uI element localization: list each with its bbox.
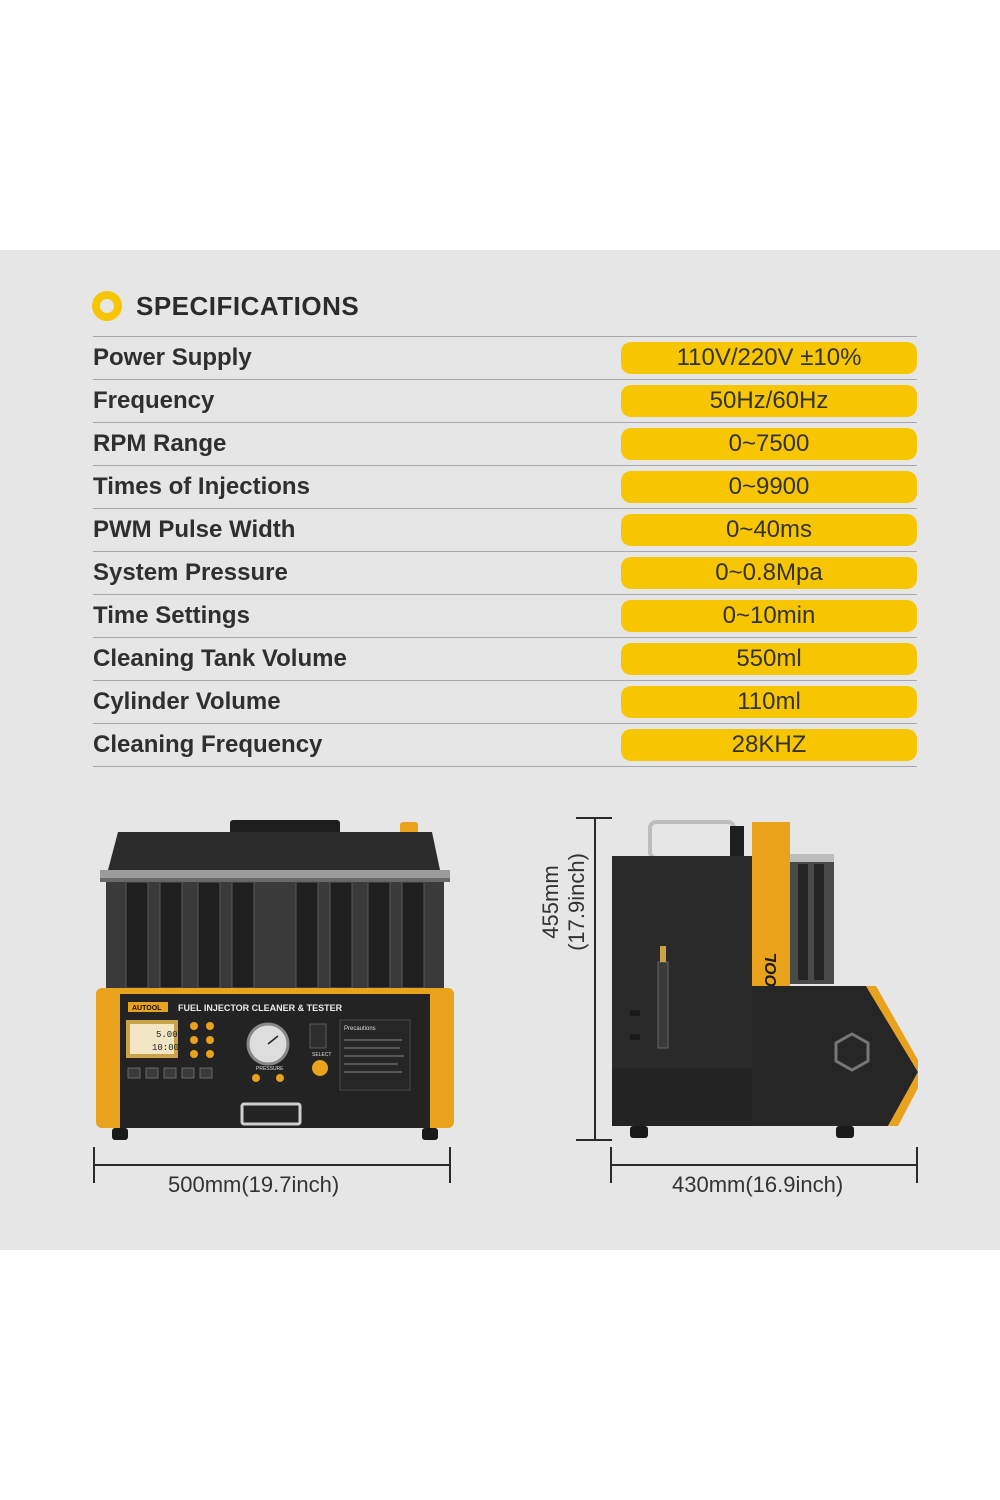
display-line2: 10:00 [152, 1043, 179, 1053]
width-dimension: 500mm(19.7inch) [168, 1172, 340, 1197]
hex-logo-icon [834, 1032, 870, 1072]
spec-label: Cleaning Tank Volume [93, 645, 347, 672]
gauge-label: PRESSURE [256, 1066, 284, 1072]
height-inch: (17.9inch) [564, 853, 589, 951]
front-title: FUEL INJECTOR CLEANER & TESTER [178, 1003, 343, 1013]
front-brand: AUTOOL [132, 1005, 162, 1012]
machine-front-view: AUTOOL FUEL INJECTOR CLEANER & TESTER 5.… [96, 820, 454, 1140]
spec-label: PWM Pulse Width [93, 516, 296, 543]
spec-value: 0~10min [621, 600, 917, 632]
dimension-lines [93, 817, 918, 1183]
spec-row: PWM Pulse Width 0~40ms [93, 509, 917, 552]
spec-row: Cleaning Tank Volume 550ml [93, 638, 917, 681]
spec-value: 0~9900 [621, 471, 917, 503]
spec-label: System Pressure [93, 559, 288, 586]
spec-value: 110ml [621, 686, 917, 718]
precautions-title: Precautions [344, 1026, 376, 1032]
spec-value: 550ml [621, 643, 917, 675]
spec-row: RPM Range 0~7500 [93, 423, 917, 466]
spec-row: Cylinder Volume 110ml [93, 681, 917, 724]
spec-row: Frequency 50Hz/60Hz [93, 380, 917, 423]
spec-label: Power Supply [93, 344, 252, 371]
spec-row: Time Settings 0~10min [93, 595, 917, 638]
spec-label: Cylinder Volume [93, 688, 281, 715]
spec-value: 0~7500 [621, 428, 917, 460]
spec-table: Power Supply 110V/220V ±10% Frequency 50Hz… [93, 336, 917, 767]
spec-value: 110V/220V ±10% [621, 342, 917, 374]
ring-icon [92, 291, 122, 321]
spec-label: Cleaning Frequency [93, 731, 323, 758]
spec-row: Cleaning Frequency 28KHZ [93, 724, 917, 767]
spec-header: SPECIFICATIONS [92, 290, 359, 322]
spec-title: SPECIFICATIONS [136, 290, 360, 321]
display-line1: 5.00 [156, 1030, 178, 1040]
drawer-handle [240, 1102, 302, 1126]
spec-label: RPM Range [93, 430, 227, 457]
select-label: SELECT [312, 1052, 331, 1058]
spec-row: Times of Injections 0~9900 [93, 466, 917, 509]
spec-value: 28KHZ [621, 729, 917, 761]
spec-label: Times of Injections [93, 473, 310, 500]
spec-value: 0~0.8Mpa [621, 557, 917, 589]
height-mm: 455mm [538, 865, 563, 939]
height-dimension: 455mm (17.9inch) [538, 782, 598, 1022]
spec-label: Frequency [93, 387, 215, 414]
spec-label: Time Settings [93, 602, 250, 629]
machine-side-view: AUTOOL [612, 820, 918, 1138]
depth-dimension: 430mm(16.9inch) [672, 1172, 844, 1197]
spec-row: Power Supply 110V/220V ±10% [93, 337, 917, 380]
spec-row: System Pressure 0~0.8Mpa [93, 552, 917, 595]
spec-value: 0~40ms [621, 514, 917, 546]
spec-value: 50Hz/60Hz [621, 385, 917, 417]
